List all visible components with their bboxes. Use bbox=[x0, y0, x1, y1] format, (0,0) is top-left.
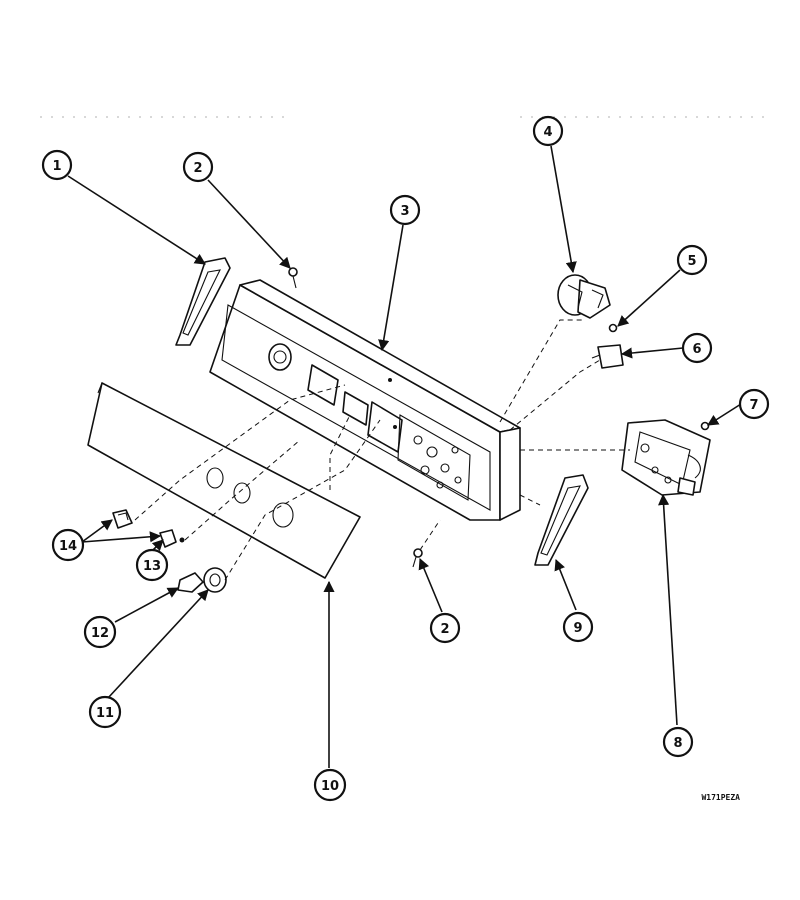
callout-2-lower: 2 bbox=[429, 612, 461, 644]
small-screw-7 bbox=[700, 421, 710, 431]
callout-3: 3 bbox=[389, 194, 421, 226]
right-end-cap bbox=[534, 474, 589, 566]
callout-label: 8 bbox=[673, 736, 682, 751]
callout-label: 1 bbox=[52, 159, 61, 174]
callout-2-upper: 2 bbox=[182, 151, 214, 183]
callout-label: 9 bbox=[573, 621, 582, 636]
callout-9: 9 bbox=[562, 611, 594, 643]
callout-label: 13 bbox=[143, 559, 161, 574]
callout-4: 4 bbox=[532, 115, 564, 147]
callout-label: 2 bbox=[193, 161, 202, 176]
small-screw-5 bbox=[608, 323, 618, 333]
front-overlay-panel bbox=[87, 382, 361, 579]
callout-7: 7 bbox=[738, 388, 770, 420]
callout-label: 12 bbox=[91, 626, 109, 641]
callout-8: 8 bbox=[662, 726, 694, 758]
callout-label: 4 bbox=[543, 125, 552, 140]
callout-10: 10 bbox=[313, 768, 347, 802]
callout-label: 10 bbox=[321, 779, 339, 794]
callout-label: 2 bbox=[440, 622, 449, 637]
retainer-12 bbox=[177, 572, 204, 593]
alignment-lines bbox=[134, 319, 630, 581]
callout-5: 5 bbox=[676, 244, 708, 276]
timer-motor bbox=[557, 274, 611, 319]
callout-12: 12 bbox=[83, 615, 117, 649]
callout-label: 3 bbox=[400, 204, 409, 219]
push-switch bbox=[591, 344, 624, 369]
callout-6: 6 bbox=[681, 332, 713, 364]
callout-label: 14 bbox=[59, 539, 77, 554]
callout-label: 7 bbox=[749, 398, 758, 413]
control-timer-assembly bbox=[621, 419, 711, 496]
callout-14: 14 bbox=[51, 528, 85, 562]
diagram-code: W171PEZA bbox=[701, 793, 740, 802]
button-13 bbox=[159, 529, 185, 548]
knob-11 bbox=[203, 567, 227, 593]
screw-lower bbox=[412, 548, 423, 568]
callout-13: 13 bbox=[135, 548, 169, 582]
callout-1: 1 bbox=[41, 149, 73, 181]
left-end-cap bbox=[175, 257, 231, 346]
control-panel-console bbox=[209, 279, 521, 521]
leader-lines bbox=[67, 145, 742, 768]
button-14 bbox=[112, 509, 133, 529]
callout-label: 11 bbox=[96, 706, 114, 721]
screw-upper bbox=[288, 267, 298, 289]
callout-11: 11 bbox=[88, 695, 122, 729]
callout-label: 5 bbox=[687, 254, 696, 269]
callout-label: 6 bbox=[692, 342, 701, 357]
